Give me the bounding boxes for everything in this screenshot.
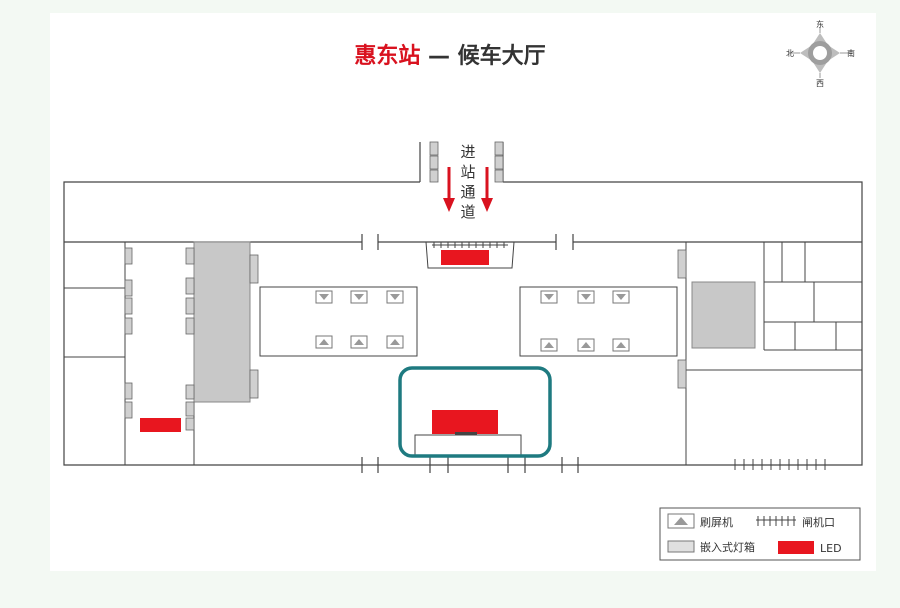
central-led-stand (455, 432, 477, 435)
left-led-screen (140, 418, 181, 432)
led-icon (778, 541, 814, 554)
legend: 刷屏机 闸机口 嵌入式灯箱 LED (659, 507, 861, 561)
central-counter (414, 434, 522, 458)
compass-icon: 东 北 南 西 (786, 19, 855, 88)
left-ticket-machines (315, 290, 404, 349)
right-small-lightboxes (677, 249, 687, 389)
compass-south-label: 南 (847, 48, 855, 58)
central-led-screen (432, 410, 498, 434)
hall-name: 候车大厅 (457, 44, 546, 69)
title-dash: — (420, 44, 458, 69)
entrance-label-char-1: 进 (460, 143, 475, 161)
ticket-machine-icon (674, 517, 688, 525)
compass-east-label: 东 (816, 19, 824, 29)
right-rooms (685, 242, 863, 465)
entrance-label-char-2: 站 (460, 163, 475, 181)
bottom-door-marks (361, 457, 579, 473)
entrance-arrows (443, 167, 493, 212)
entrance-lightboxes (429, 141, 504, 183)
top-gate-ticks (433, 242, 505, 248)
entrance-label: 进 站 通 道 (460, 143, 475, 221)
upper-corridor-wall (64, 234, 862, 250)
top-gate (425, 241, 515, 269)
legend-lightbox-label: 嵌入式灯箱 (700, 540, 755, 554)
left-small-lightboxes (124, 247, 259, 431)
lightbox-icon (667, 540, 695, 553)
right-large-lightbox (691, 281, 756, 349)
station-name: 惠东站 (354, 44, 421, 69)
compass-north-label: 北 (786, 49, 794, 58)
entrance-label-char-4: 道 (460, 203, 475, 221)
left-large-lightbox (193, 241, 251, 403)
legend-led-label: LED (820, 542, 842, 555)
legend-gate-label: 闸机口 (802, 515, 835, 529)
legend-ticket-machine-label: 刷屏机 (700, 515, 733, 529)
top-led-screen (441, 250, 489, 265)
gate-icon (756, 516, 796, 526)
entrance-label-char-3: 通 (460, 183, 475, 201)
highlight-frame (398, 366, 552, 458)
right-ticket-machines (540, 290, 630, 352)
compass-west-label: 西 (816, 79, 824, 88)
bottom-right-gate (732, 459, 826, 470)
page-title: 惠东站 — 候车大厅 (0, 38, 900, 70)
